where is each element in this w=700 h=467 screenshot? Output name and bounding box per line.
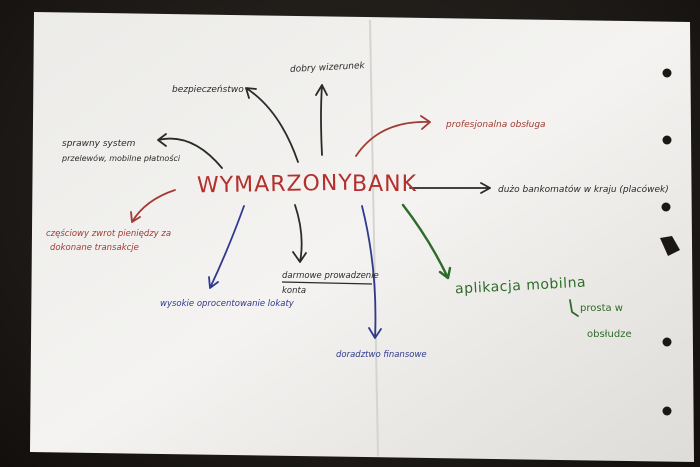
label-darmowe-prowadzenie: darmowe prowadzenie [282,271,379,281]
label-konta: konta [282,286,307,296]
label-doradztwo-finansowe: doradztwo finansowe [336,350,427,360]
arrow-doradztwo-finansowe [361,205,382,339]
label-bezpieczenstwo: bezpieczeństwo [172,85,244,95]
label-duzo-bankomatow: dużo bankomatów w kraju (placówek) [498,185,669,195]
arrow-czesciowy-zwrot [130,189,176,223]
arrow-darmowe-prowadzenie [292,204,307,263]
arrow-wysokie-oprocentowanie [208,205,245,289]
label-sprawny-system: sprawny system [62,139,136,149]
label-czesciowy-zwrot: częściowy zwrot pieniędzy za [46,229,172,239]
label-prosta-w: prosta w [580,303,623,314]
paper-sheet [30,12,694,462]
center-word-wymarzony: WYMARZONY [196,170,353,199]
punch-hole [662,337,672,347]
punch-hole [662,406,672,416]
label-przelewow: przelewów, mobilne płatności [62,154,181,163]
punch-hole [661,202,671,212]
arrow-aplikacja-mobilna [401,203,452,280]
label-wysokie-oprocentowanie: wysokie oprocentowanie lokaty [160,299,294,309]
punch-hole [662,68,672,78]
paper-fold [369,19,379,457]
underline-darmowe [281,281,373,285]
arrow-profesjonalna-obsluga [355,115,431,157]
label-profesjonalna-obsluga: profesjonalna obsługa [446,120,546,130]
bracket-prosta [569,299,579,317]
center-word-bank: BANK [352,172,418,197]
arrow-sprawny-system [157,133,223,169]
arrow-duzo-bankomatow [409,182,491,194]
arrow-bezpieczenstwo [245,87,299,163]
torn-hole [660,236,680,256]
label-dokonane-transakcje: dokonane transakcje [50,243,139,253]
arrow-dobry-wizerunek [315,84,328,156]
label-obsludze: obsłudze [587,329,632,340]
punch-hole [662,135,672,145]
